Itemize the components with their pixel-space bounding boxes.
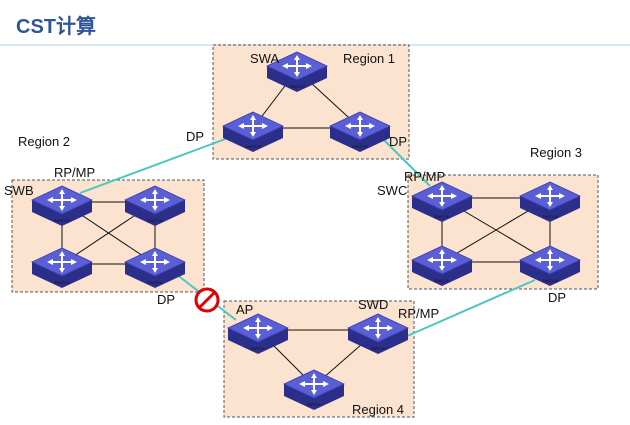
- label-r2-dp: DP: [157, 292, 175, 307]
- switch-icon-lettering: SWITCH: [54, 280, 70, 285]
- switch-icon-lettering: SWITCH: [542, 278, 558, 283]
- blocked-port-icon: [194, 287, 220, 313]
- region-1-label: Region 1: [343, 51, 395, 66]
- switch-swa-icon[interactable]: SWITCH: [266, 51, 328, 93]
- link-r3-r4: [397, 279, 536, 341]
- page-title: CST计算: [16, 16, 96, 38]
- switch-r3-top-right-icon[interactable]: SWITCH: [519, 181, 581, 223]
- label-swa: SWA: [250, 51, 279, 66]
- link-r1-r3: [381, 137, 431, 187]
- switch-r1-left-icon[interactable]: SWITCH: [222, 111, 284, 153]
- switch-swb-icon[interactable]: SWITCH: [31, 185, 93, 227]
- switch-icon-lettering: SWITCH: [352, 144, 368, 149]
- region-3-label: Region 3: [530, 145, 582, 160]
- switch-icon-lettering: SWITCH: [306, 402, 322, 407]
- link-r1-r2: [79, 137, 229, 194]
- switch-r1-right-icon[interactable]: SWITCH: [329, 111, 391, 153]
- label-r4-ap: AP: [236, 302, 253, 317]
- switch-icon-lettering: SWITCH: [54, 218, 70, 223]
- label-r1-dp-left: DP: [186, 129, 204, 144]
- switch-icon-lettering: SWITCH: [147, 280, 163, 285]
- switch-r4-bottom-icon[interactable]: SWITCH: [283, 369, 345, 411]
- label-r4-rpmp: RP/MP: [398, 306, 439, 321]
- switch-icon-lettering: SWITCH: [289, 84, 305, 89]
- label-r1-dp-right: DP: [389, 134, 407, 149]
- switch-icon-lettering: SWITCH: [434, 278, 450, 283]
- switch-r4-left-icon[interactable]: SWITCH: [227, 313, 289, 355]
- switch-icon-lettering: SWITCH: [245, 144, 261, 149]
- region-2-label: Region 2: [18, 134, 70, 149]
- region-4-label: Region 4: [352, 402, 404, 417]
- label-swb: SWB: [4, 183, 34, 198]
- switch-icon-lettering: SWITCH: [250, 346, 266, 351]
- label-r3-dp: DP: [548, 290, 566, 305]
- switch-icon-lettering: SWITCH: [147, 218, 163, 223]
- switch-r2-bottom-right-icon[interactable]: SWITCH: [124, 247, 186, 289]
- switch-r2-bottom-left-icon[interactable]: SWITCH: [31, 247, 93, 289]
- label-r2-rpmp: RP/MP: [54, 165, 95, 180]
- label-swc: SWC: [377, 183, 407, 198]
- switch-swc-icon[interactable]: SWITCH: [411, 181, 473, 223]
- switch-r2-top-right-icon[interactable]: SWITCH: [124, 185, 186, 227]
- switch-r3-bottom-left-icon[interactable]: SWITCH: [411, 245, 473, 287]
- switch-icon-lettering: SWITCH: [370, 346, 386, 351]
- switch-swd-icon[interactable]: SWITCH: [347, 313, 409, 355]
- label-r3-rpmp: RP/MP: [404, 169, 445, 184]
- switch-r3-bottom-right-icon[interactable]: SWITCH: [519, 245, 581, 287]
- switch-icon-lettering: SWITCH: [434, 214, 450, 219]
- label-swd: SWD: [358, 297, 388, 312]
- switch-icon-lettering: SWITCH: [542, 214, 558, 219]
